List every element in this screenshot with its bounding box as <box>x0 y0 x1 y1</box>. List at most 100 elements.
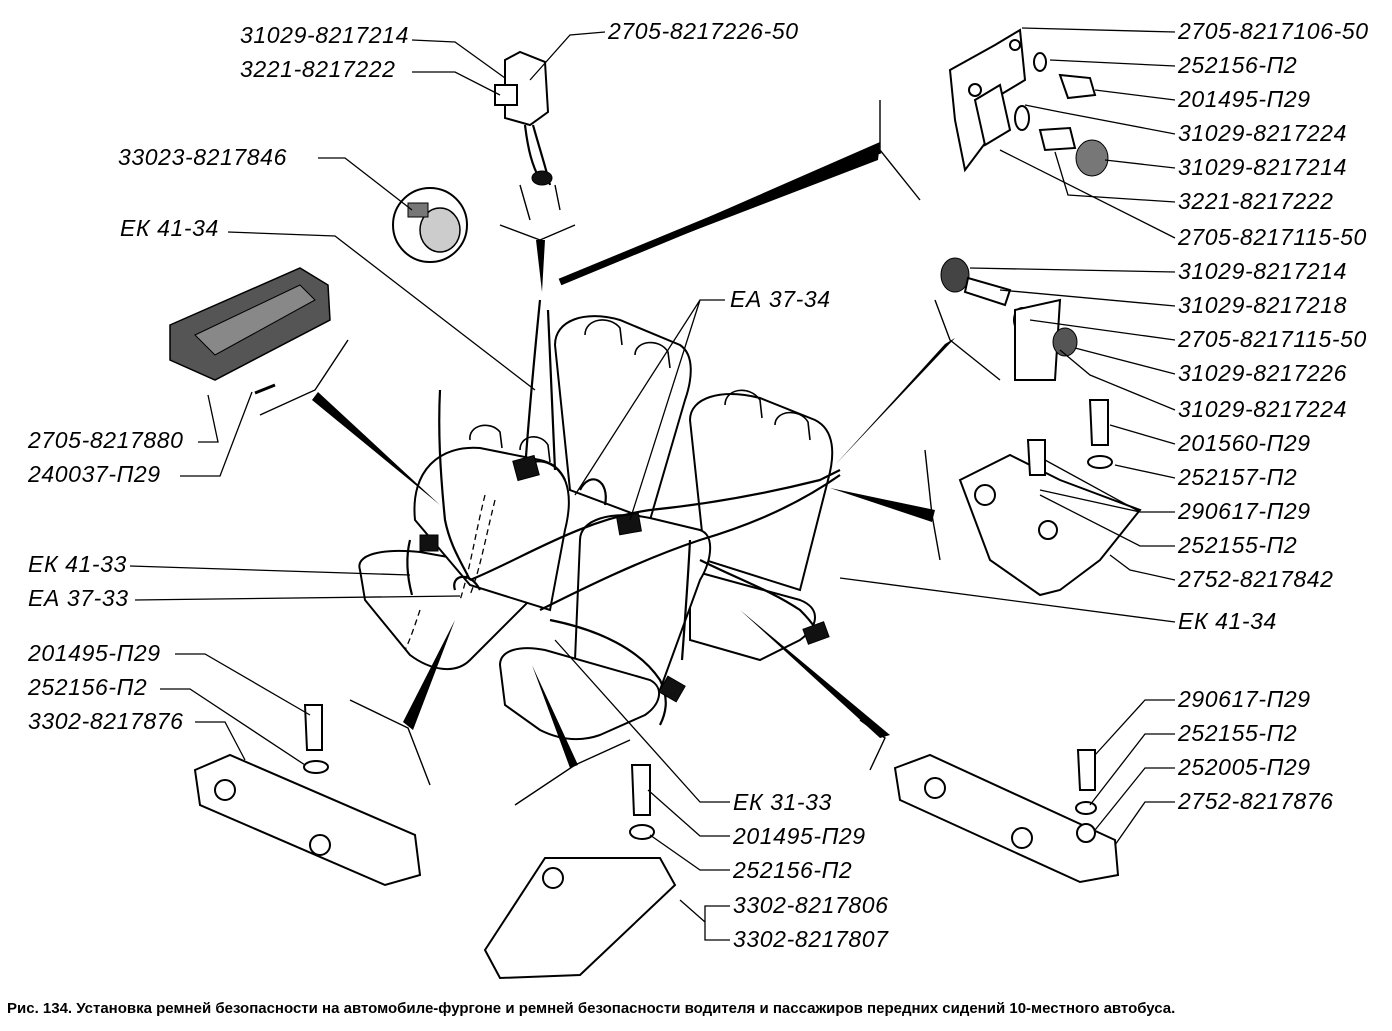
lock-washer <box>303 760 329 774</box>
anchor-ring <box>531 170 553 186</box>
label-ek31-33: ЕК 31-33 <box>733 789 832 815</box>
bracket-6 <box>349 699 431 786</box>
right-seat-back <box>688 393 834 592</box>
leader-27 <box>1114 464 1176 479</box>
leader-26 <box>1109 424 1176 445</box>
leader-3 <box>529 31 606 81</box>
label-31029-8217214-b: 31029-8217214 <box>1178 258 1347 284</box>
leader-28 <box>1039 459 1175 513</box>
leader-7 <box>180 391 253 477</box>
right-headrest-2 <box>774 411 811 441</box>
bolt <box>303 704 323 751</box>
bolt-assembly-right <box>940 257 1078 381</box>
bracket-2752-8217842 <box>958 399 1142 597</box>
left-seat-back <box>413 446 570 612</box>
leader-16 <box>1094 89 1176 101</box>
leader-37 <box>647 789 730 837</box>
label-2705-8217880: 2705-8217880 <box>27 427 184 453</box>
leader-8 <box>574 299 725 521</box>
pointer-wedges <box>259 100 1001 806</box>
buckle-loop <box>453 575 481 591</box>
left-headrest-2 <box>519 436 551 463</box>
bracket-8 <box>859 719 886 771</box>
label-ek41-34-left: ЕК 41-34 <box>120 215 219 241</box>
bolt-b <box>1088 399 1109 446</box>
bolt-1 <box>1058 73 1097 100</box>
bracket-2 <box>499 224 576 241</box>
cover <box>169 267 331 395</box>
right-headrest <box>724 389 763 419</box>
leader-17 <box>1024 104 1176 135</box>
leader-13 <box>195 721 246 761</box>
bolt-a <box>1026 439 1046 476</box>
leader-32 <box>1094 699 1175 756</box>
leader-11 <box>175 653 311 716</box>
lock-washer <box>1075 801 1097 815</box>
leader-38 <box>649 834 730 871</box>
label-2705-8217115-50-b: 2705-8217115-50 <box>1177 326 1367 352</box>
label-201560-p29: 201560-П29 <box>1177 430 1311 456</box>
label-290617-p29-a: 290617-П29 <box>1177 498 1311 524</box>
rear-headrest <box>584 319 623 346</box>
leader-5 <box>227 231 536 391</box>
leader-29 <box>1039 494 1175 547</box>
left-headrest <box>469 424 503 449</box>
belt-diagonal-2 <box>539 474 841 611</box>
belt-upper <box>523 299 557 471</box>
label-2752-8217876: 2752-8217876 <box>1177 788 1334 814</box>
label-31029-8217218: 31029-8217218 <box>1178 292 1347 318</box>
label-33023-8217846: 33023-8217846 <box>118 144 287 170</box>
label-31029-8217224-a: 31029-8217224 <box>1178 120 1347 146</box>
plate-2 <box>973 83 1012 147</box>
label-31029-8217214-a: 31029-8217214 <box>1178 154 1347 180</box>
bracket-top-right <box>948 28 1109 177</box>
plug <box>392 187 468 263</box>
screw <box>254 383 276 395</box>
label-2705-8217115-50-a: 2705-8217115-50 <box>1177 224 1367 250</box>
plug-head <box>419 207 461 253</box>
wedge-bottom-right <box>740 610 890 738</box>
leader-31 <box>839 577 1176 623</box>
bracket-1 <box>879 100 921 201</box>
right-seat-cushion <box>689 568 816 662</box>
label-252005-p29: 252005-П29 <box>1177 754 1311 780</box>
leader-36 <box>554 639 730 803</box>
label-252155-p2-a: 252155-П2 <box>1177 532 1297 558</box>
label-2752-8217842: 2752-8217842 <box>1177 566 1334 592</box>
nut <box>542 867 564 889</box>
leader-25 <box>1059 349 1176 411</box>
label-ea37-34: ЕА 37-34 <box>730 286 831 312</box>
label-ek41-34-right: ЕК 41-34 <box>1178 608 1277 634</box>
belt-left <box>438 389 471 581</box>
leader-20 <box>999 149 1176 239</box>
label-252157-p2: 252157-П2 <box>1177 464 1297 490</box>
label-252156-p2-left: 252156-П2 <box>27 674 147 700</box>
label-31029-8217224-b: 31029-8217224 <box>1178 396 1347 422</box>
figure-caption: Рис. 134. Установка ремней безопасности … <box>7 1000 1175 1017</box>
plate-body <box>893 753 1120 884</box>
leader-34 <box>1094 767 1175 831</box>
hole-1 <box>968 83 982 97</box>
rear-headrest-2 <box>634 341 671 369</box>
belt-right-2 <box>680 539 692 661</box>
part-labels: 31029-8217214 3221-8217222 2705-8217226-… <box>27 18 1368 952</box>
wedge-top <box>536 240 545 292</box>
leader-39 <box>679 899 730 941</box>
bracket-nut <box>974 484 996 506</box>
leader-33 <box>1089 733 1175 806</box>
wedge-bottom-left <box>403 620 455 730</box>
leader-23 <box>1029 319 1176 341</box>
label-31029-8217214-top: 31029-8217214 <box>240 22 409 48</box>
hole-2 <box>1009 39 1021 51</box>
label-240037-p29: 240037-П29 <box>27 461 161 487</box>
anchor-housing <box>504 50 550 127</box>
label-3302-8217807: 3302-8217807 <box>733 926 889 952</box>
bolt-head <box>940 257 970 293</box>
cap <box>1075 139 1109 177</box>
washer-2 <box>1014 105 1030 131</box>
plug-stem <box>407 202 429 218</box>
plate-body <box>193 753 422 887</box>
nut-1 <box>214 779 236 801</box>
washer <box>1076 823 1096 843</box>
